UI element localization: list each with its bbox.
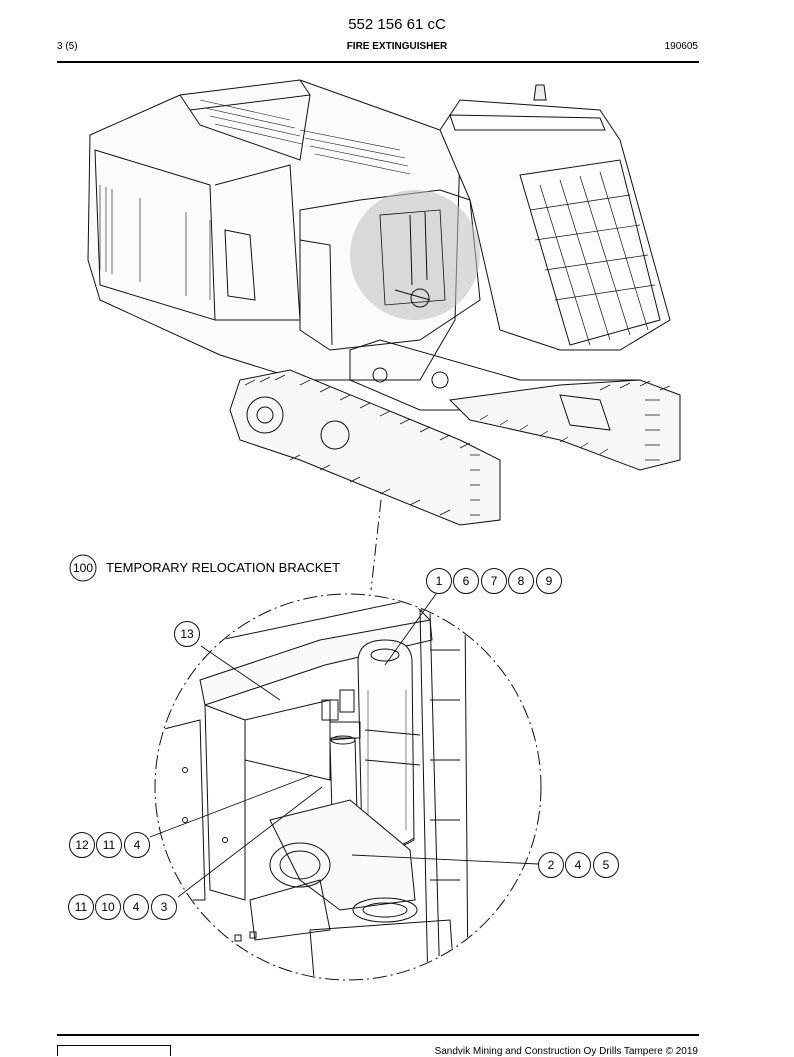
bubble-group-right-lower: 2 4 5 <box>538 852 619 878</box>
callout-ref: 100 <box>73 561 93 575</box>
bubble-label: 2 <box>548 858 555 872</box>
drill-rig-illustration <box>87 79 681 526</box>
bubble-label: 11 <box>75 900 88 914</box>
bubble-label: 6 <box>463 574 470 588</box>
callout-bubble <box>69 554 97 582</box>
leader-lines <box>149 593 539 898</box>
callout-text: TEMPORARY RELOCATION BRACKET <box>106 560 340 575</box>
bubble-label: 13 <box>180 627 194 641</box>
bubble-label: 1 <box>436 574 443 588</box>
detail-illustration <box>159 599 469 979</box>
detail-leader-line <box>370 499 382 591</box>
bubble-label: 8 <box>518 574 525 588</box>
bubble-group-left-lower: 11 10 4 3 <box>68 894 177 920</box>
bubble-group-left-upper: 12 11 4 <box>69 832 150 858</box>
bubble-label: 3 <box>161 900 168 914</box>
document-number: 552 156 61 cC <box>348 16 446 33</box>
bubble-label: 4 <box>575 858 582 872</box>
sandvik-logo-icon <box>57 1045 171 1056</box>
bubble-label: 12 <box>75 838 89 852</box>
bubble-label: 4 <box>134 838 141 852</box>
footer-rule <box>57 1034 699 1036</box>
bubble-label: 11 <box>103 838 116 852</box>
bubble-group-top-right: 1 6 7 8 9 <box>426 568 562 594</box>
bubble-label: 5 <box>603 858 610 872</box>
bubble-label: 7 <box>491 574 498 588</box>
document-title: FIRE EXTINGUISHER <box>346 41 448 52</box>
bubble-group-bracket: 13 <box>174 621 200 647</box>
footer-copyright: Sandvik Mining and Construction Oy Drill… <box>434 1046 698 1057</box>
bubble-label: 9 <box>546 574 553 588</box>
detail-circle <box>154 593 542 981</box>
bubble-label: 4 <box>133 900 140 914</box>
page-number: 3 (5) <box>57 41 78 52</box>
document-date: 190605 <box>664 41 698 52</box>
header-rule <box>57 61 699 63</box>
bubble-label: 10 <box>101 900 115 914</box>
